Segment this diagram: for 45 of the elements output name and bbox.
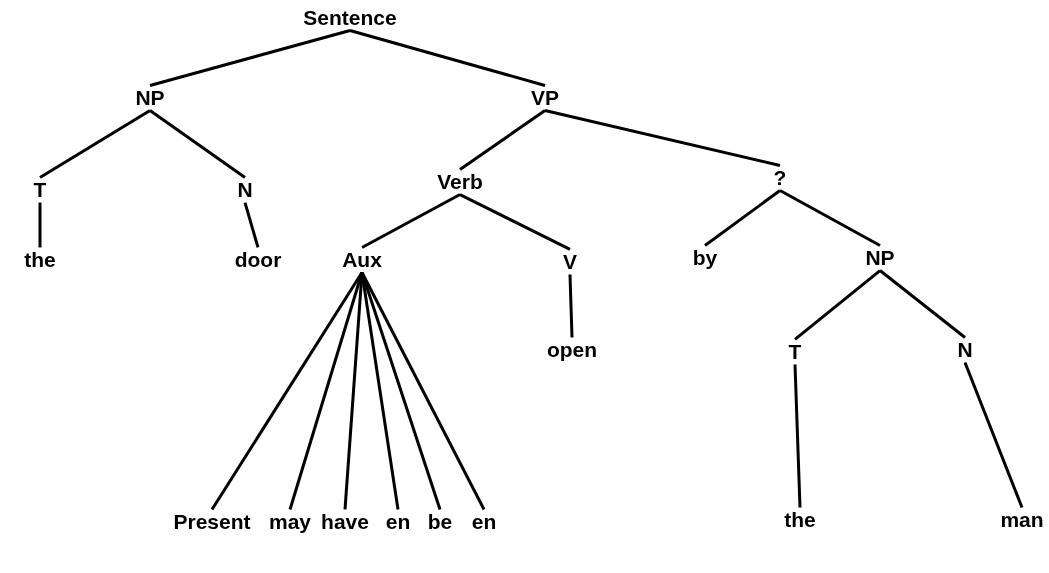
tree-label: T xyxy=(32,178,48,202)
tree-label: may xyxy=(268,510,312,534)
tree-branch xyxy=(963,362,1024,508)
tree-branch xyxy=(38,202,42,248)
tree-label: the xyxy=(783,508,817,532)
tree-label: N xyxy=(956,338,974,362)
tree-branch xyxy=(459,193,571,251)
tree-label: N xyxy=(236,178,254,202)
tree-label: Verb xyxy=(436,170,484,194)
tree-branch xyxy=(704,189,781,247)
tree-label: the xyxy=(23,248,57,272)
tree-branch xyxy=(879,269,966,339)
tree-branch xyxy=(361,193,461,249)
tree-label: Present xyxy=(172,510,252,534)
tree-label: T xyxy=(787,340,803,364)
tree-branch xyxy=(360,271,486,511)
tree-branch xyxy=(288,272,364,510)
tree-branch xyxy=(793,364,802,508)
tree-branch xyxy=(544,109,781,167)
tree-label: man xyxy=(999,508,1045,532)
tree-branch xyxy=(39,109,151,179)
tree-branch xyxy=(794,269,881,341)
tree-branch xyxy=(149,109,246,179)
tree-label: by xyxy=(691,246,719,270)
tree-label: V xyxy=(562,250,578,274)
tree-label: NP xyxy=(134,86,166,110)
tree-branch xyxy=(459,109,546,171)
tree-branch xyxy=(568,274,574,338)
tree-branch xyxy=(243,202,260,248)
tree-label: open xyxy=(545,338,599,362)
tree-branch xyxy=(360,272,442,510)
tree-label: ? xyxy=(772,166,788,190)
tree-branch xyxy=(779,189,881,247)
tree-label: have xyxy=(320,510,370,534)
tree-label: Aux xyxy=(341,248,383,272)
tree-branch xyxy=(149,29,351,87)
tree-branch xyxy=(343,272,364,510)
tree-label: Sentence xyxy=(302,6,398,30)
tree-label: VP xyxy=(530,86,560,110)
tree-label: en xyxy=(384,510,412,534)
tree-label: en xyxy=(470,510,498,534)
tree-label: NP xyxy=(864,246,896,270)
tree-branch xyxy=(349,29,546,87)
tree-label: door xyxy=(233,248,283,272)
tree-label: be xyxy=(426,510,454,534)
